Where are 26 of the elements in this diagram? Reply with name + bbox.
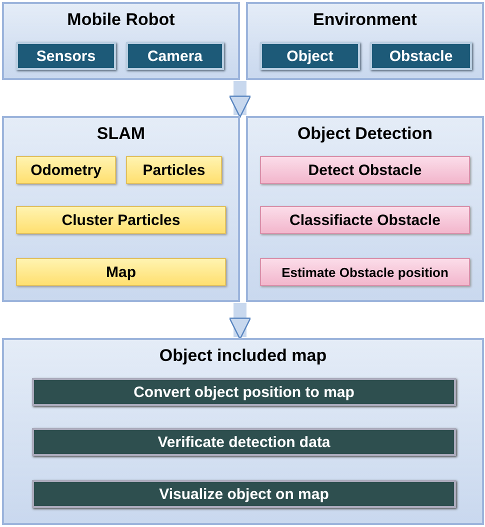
panel-title: SLAM (96, 124, 146, 144)
component-box: Camera (126, 42, 224, 70)
block-arrow (228, 303, 252, 340)
panel (2, 116, 240, 302)
process-box: Cluster Particles (16, 206, 226, 234)
panel-title: Object Detection (297, 124, 433, 144)
panel-title: Environment (313, 10, 417, 30)
process-box: Estimate Obstacle position (260, 258, 470, 286)
component-box: Object (260, 42, 360, 70)
block-arrow (228, 81, 252, 118)
process-box: Map (16, 258, 226, 286)
panel-title: Mobile Robot (67, 10, 175, 30)
process-box: Convert object position to map (32, 378, 456, 406)
process-box: Classifiacte Obstacle (260, 206, 470, 234)
component-box: Obstacle (370, 42, 472, 70)
panel (2, 338, 484, 525)
process-box: Particles (126, 156, 222, 184)
process-box: Detect Obstacle (260, 156, 470, 184)
component-box: Sensors (16, 42, 116, 70)
panel (2, 2, 240, 80)
process-box: Odometry (16, 156, 116, 184)
process-box: Verificate detection data (32, 428, 456, 456)
panel-title: Object included map (159, 346, 327, 366)
process-box: Visualize object on map (32, 480, 456, 508)
panel (246, 116, 484, 302)
panel (246, 2, 484, 80)
